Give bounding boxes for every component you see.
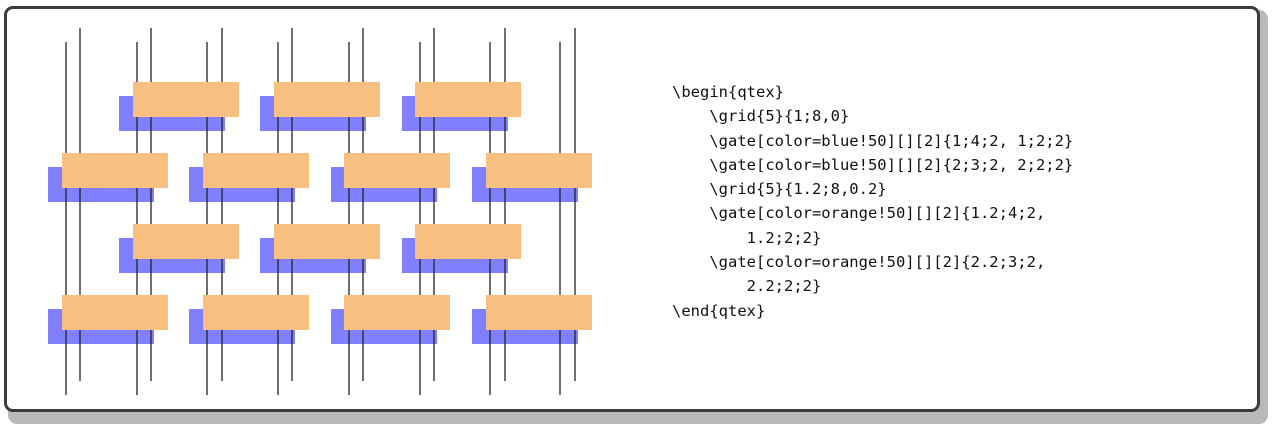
code-line: \end{qtex}: [672, 301, 766, 320]
orange-gate: [62, 153, 168, 188]
code-line: \grid{5}{1;8,0}: [672, 107, 850, 126]
code-line: \gate[color=orange!50][][2]{1.2;4;2,: [672, 204, 1046, 223]
code-line: \begin{qtex}: [672, 83, 784, 101]
orange-gate: [274, 82, 380, 117]
orange-gate: [486, 295, 592, 330]
orange-gate: [486, 153, 592, 188]
orange-gate: [203, 153, 309, 188]
code-listing: \begin{qtex} \grid{5}{1;8,0} \gate[color…: [672, 80, 1073, 323]
orange-gate: [62, 295, 168, 330]
orange-gate: [133, 82, 239, 117]
code-line: 1.2;2;2}: [672, 228, 822, 247]
orange-gate: [415, 82, 521, 117]
code-line: \grid{5}{1.2;8,0.2}: [672, 180, 887, 199]
example-frame: [4, 6, 1260, 412]
orange-gate: [274, 224, 380, 259]
orange-gate-layer: [62, 82, 592, 330]
code-line: \gate[color=blue!50][][2]{1;4;2, 1;2;2}: [672, 131, 1074, 150]
orange-gate: [133, 224, 239, 259]
code-line: 2.2;2;2}: [672, 277, 822, 296]
code-line: \gate[color=blue!50][][2]{2;3;2, 2;2;2}: [672, 155, 1074, 174]
orange-gate: [344, 153, 450, 188]
code-line: \gate[color=orange!50][][2]{2.2;3;2,: [672, 253, 1046, 272]
orange-gate: [415, 224, 521, 259]
orange-gate: [344, 295, 450, 330]
orange-gate: [203, 295, 309, 330]
